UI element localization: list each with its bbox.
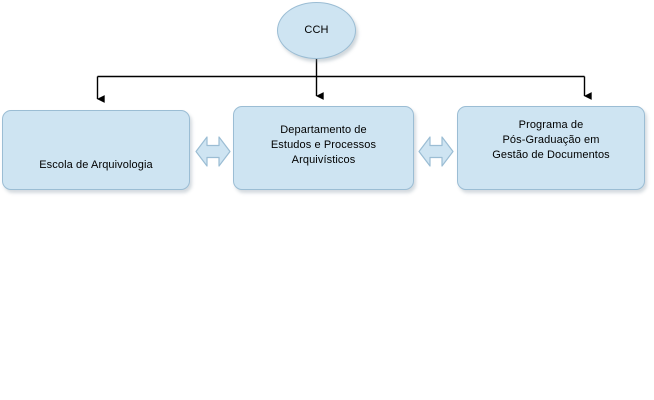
node-escola-label: Escola de Arquivologia xyxy=(39,159,153,171)
node-programa-label: Programa de Pós-Graduação em Gestão de D… xyxy=(492,119,610,161)
node-cch[interactable]: CCH xyxy=(277,2,356,59)
connector-departamento-programa xyxy=(418,136,454,167)
connector-escola-departamento xyxy=(195,136,231,167)
node-escola-text: Escola de Arquivologia xyxy=(9,158,183,173)
node-departamento-text: Departamento de Estudos e Processos Arqu… xyxy=(240,123,407,168)
node-programa-text: Programa de Pós-Graduação em Gestão de D… xyxy=(464,118,638,163)
node-cch-label: CCH xyxy=(304,24,329,36)
node-escola-de-arquivologia[interactable]: Escola de Arquivologia xyxy=(2,110,190,190)
node-departamento-de-estudos-e-processos-arquivisticos[interactable]: Departamento de Estudos e Processos Arqu… xyxy=(233,106,414,190)
node-programa-de-pos-graduacao-em-gestao-de-documentos[interactable]: Programa de Pós-Graduação em Gestão de D… xyxy=(457,106,645,190)
node-departamento-label: Departamento de Estudos e Processos Arqu… xyxy=(270,124,377,166)
